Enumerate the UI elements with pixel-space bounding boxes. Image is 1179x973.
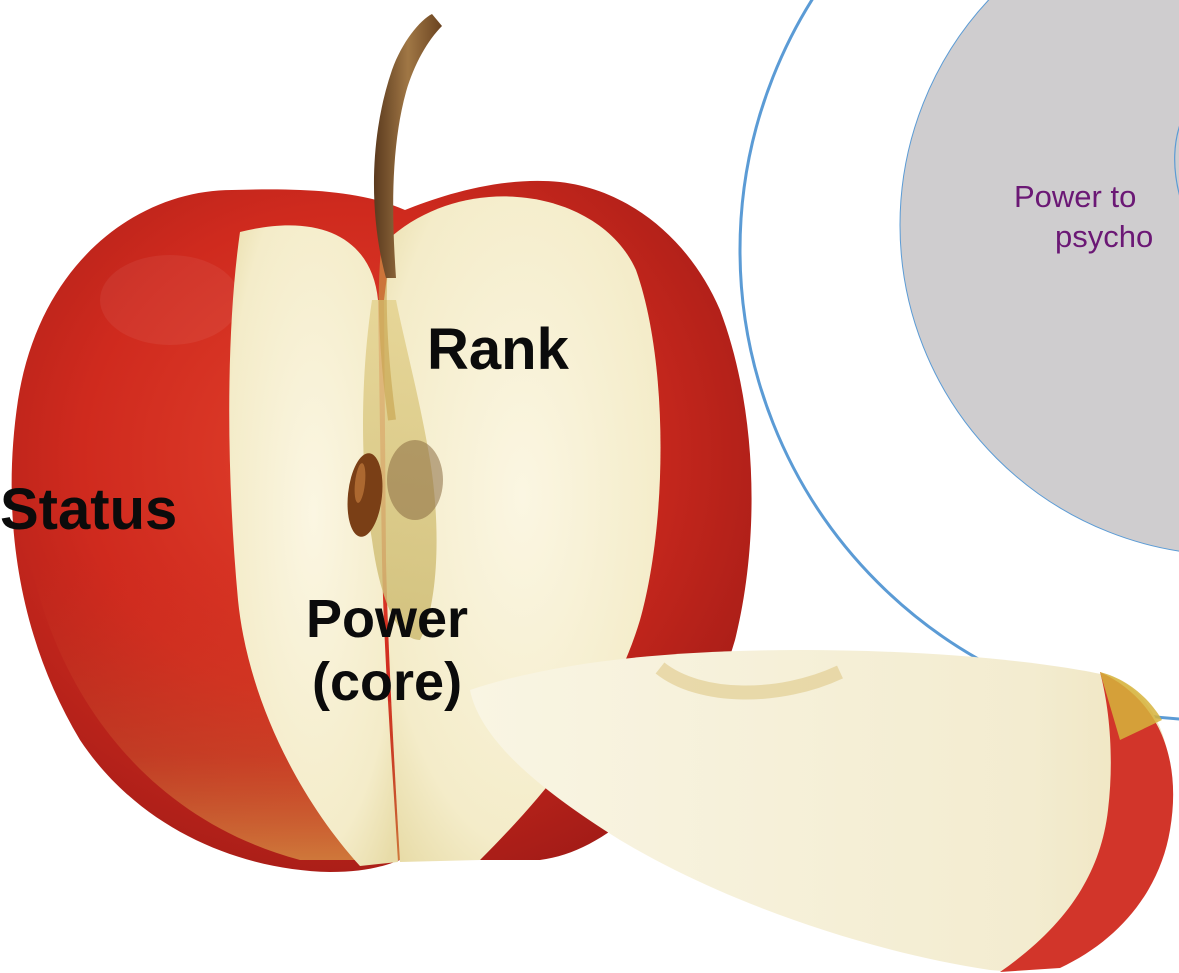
status-label: Status: [0, 477, 178, 542]
circle-diagram: [738, 0, 1179, 721]
circle-text-line2: psycho: [1055, 219, 1154, 254]
inner-circle: [899, 0, 1179, 552]
apple-core: [347, 249, 443, 640]
power-label-line1: Power: [306, 589, 469, 649]
apple-slice: [470, 650, 1174, 972]
apple-left-flesh: [229, 225, 398, 866]
innermost-circle-arc: [1174, 126, 1179, 196]
circle-text-line1: Power to: [1014, 179, 1137, 214]
rank-label: Rank: [427, 317, 569, 382]
apple-seed: [347, 453, 383, 537]
power-core-label: Power (core): [306, 588, 468, 713]
power-label-line2: (core): [312, 651, 463, 712]
apple-stem: [373, 14, 442, 278]
